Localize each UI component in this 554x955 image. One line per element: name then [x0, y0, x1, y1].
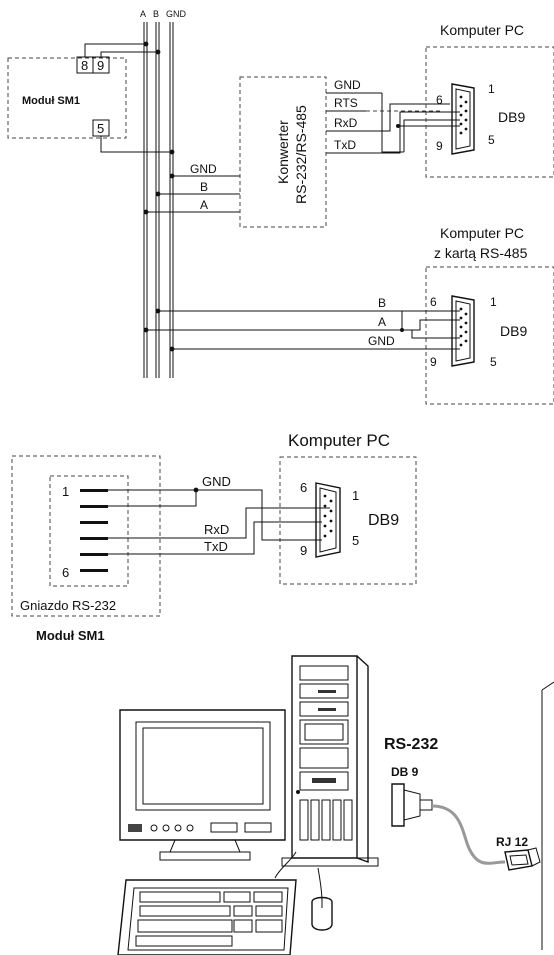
pc3-pin9: 9: [300, 543, 307, 558]
converter-label-line2: RS-232/RS-485: [293, 105, 309, 204]
rs232-cable-illustration: [391, 783, 541, 871]
socket-pin1-label: 1: [62, 484, 69, 499]
pc1-pin1: 1: [488, 82, 495, 96]
bus-pc2-wires: [143, 308, 460, 352]
bus-label-b: B: [153, 9, 159, 19]
keyboard-illustration: [117, 879, 297, 955]
pc2-pin1: 1: [490, 295, 497, 309]
pc3-pin5: 5: [352, 533, 359, 548]
socket-inner-box: [49, 475, 129, 587]
signal-gnd-label: GND: [334, 78, 361, 92]
pc1-title: Komputer PC: [440, 22, 524, 38]
pc2-title-line1: Komputer PC: [440, 225, 524, 241]
bus-converter-wires: [143, 173, 240, 215]
converter-label-line1: Konwerter: [275, 120, 291, 184]
signal-rts-label: RTS: [334, 96, 358, 110]
pc3-wire-gnd-label: GND: [202, 474, 231, 489]
pc1-pin9: 9: [436, 139, 443, 153]
pc2-pin6: 6: [430, 295, 437, 309]
rs232-title: RS-232: [384, 736, 438, 753]
wire-a-label: A: [200, 198, 208, 212]
pc3-wire-rxd-label: RxD: [204, 522, 229, 537]
module-sm1-label: Moduł SM1: [36, 628, 105, 643]
pc1-box: [425, 46, 554, 178]
pc2-pin5: 5: [490, 355, 497, 369]
pc2-wire-gnd-label: GND: [368, 334, 395, 348]
monitor-illustration: [119, 709, 286, 861]
db9-connector-1: [451, 83, 475, 155]
socket-label: Gniazdo RS-232: [20, 598, 116, 613]
pc3-wire-txd-label: TxD: [204, 539, 228, 554]
pc2-box: [425, 266, 554, 405]
converter-signal-wires: [326, 92, 460, 154]
socket-pin6-label: 6: [62, 565, 69, 580]
side-panel-edge: [541, 681, 554, 950]
bus-lines: [143, 22, 174, 378]
pc1-pin5: 5: [488, 133, 495, 147]
converter-box: [239, 76, 327, 228]
rj12-label: RJ 12: [496, 835, 528, 849]
socket-box: [11, 455, 161, 617]
pc3-pin1: 1: [352, 488, 359, 503]
socket-pins: [80, 489, 108, 572]
pc3-db9-label: DB9: [368, 512, 399, 529]
db9-connector-2: [451, 295, 475, 367]
converter-label: Konwerter RS-232/RS-485: [275, 105, 309, 204]
db9-connector-3: [315, 482, 341, 558]
bus-label-gnd: GND: [166, 9, 187, 19]
pc-tower-illustration: [281, 655, 379, 867]
pc1-db9-label: DB9: [498, 109, 525, 125]
pc3-pin6: 6: [300, 480, 307, 495]
module-bus-wires: [84, 41, 175, 155]
pin-8-label: 8: [81, 58, 88, 73]
pin-9-label: 9: [97, 58, 104, 73]
pc2-pin9: 9: [430, 355, 437, 369]
pc3-title: Komputer PC: [288, 431, 390, 450]
pc2-db9-label: DB9: [500, 323, 527, 339]
wire-b-label: B: [200, 180, 208, 194]
wire-gnd-label: GND: [190, 162, 217, 176]
signal-txd-label: TxD: [334, 138, 356, 152]
signal-rxd-label: RxD: [334, 116, 358, 130]
pc1-pin6: 6: [436, 93, 443, 107]
pc2-wire-b-label: B: [378, 296, 386, 310]
pc3-box: [279, 456, 417, 585]
pin-5-label: 5: [97, 121, 104, 136]
bus-label-a: A: [140, 9, 146, 19]
mouse-illustration: [274, 851, 333, 931]
db9-cable-label: DB 9: [391, 765, 419, 779]
socket-pc3-wires: [108, 487, 330, 555]
module-sm1-box: [7, 57, 127, 139]
pc2-wire-a-label: A: [378, 315, 386, 329]
module-sm1-title: Moduł SM1: [22, 95, 80, 107]
pc2-title-line2: z kartą RS-485: [434, 245, 528, 261]
